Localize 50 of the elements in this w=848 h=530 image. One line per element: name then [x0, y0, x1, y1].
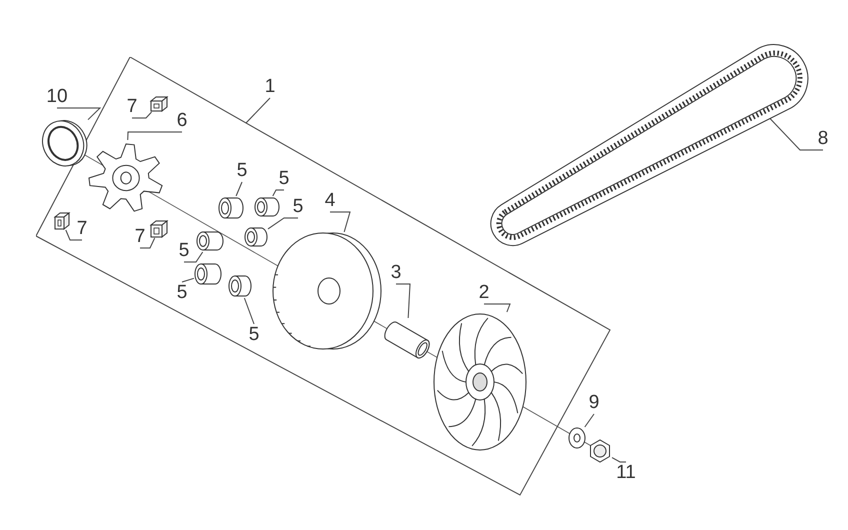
leader-line — [244, 298, 254, 324]
callout-number: 2 — [476, 282, 492, 304]
roller-drawing — [254, 196, 280, 218]
roller-drawing — [244, 226, 268, 248]
pulley-disc-drawing — [272, 232, 382, 350]
callout-number: 5 — [290, 196, 306, 218]
leader-line — [612, 457, 626, 462]
callout-number: 10 — [44, 86, 70, 108]
leader-line — [140, 238, 156, 248]
callout-number: 5 — [246, 324, 262, 346]
callout-number: 5 — [174, 282, 190, 304]
callout-number: 7 — [132, 226, 148, 248]
seal-ring-drawing — [40, 118, 88, 168]
slider-block-drawing — [150, 96, 168, 112]
leader-line — [330, 212, 351, 232]
callout-number: 7 — [74, 218, 90, 240]
roller-drawing — [194, 262, 222, 286]
leader-line — [65, 230, 82, 240]
callout-number: 9 — [586, 392, 602, 414]
callout-number: 4 — [322, 190, 338, 212]
callout-number: 5 — [276, 168, 292, 190]
leader-line — [184, 252, 204, 262]
leader-line — [246, 98, 270, 124]
leader-line — [127, 132, 182, 140]
callout-number: 7 — [124, 96, 140, 118]
leader-line — [272, 190, 284, 196]
callout-number: 1 — [262, 76, 278, 98]
callout-number: 5 — [176, 240, 192, 262]
leader-line — [236, 182, 242, 196]
leader-line — [132, 112, 152, 118]
roller-drawing — [218, 196, 244, 220]
leader-line — [268, 218, 298, 230]
nut-drawing — [588, 439, 612, 463]
leader-line — [484, 304, 511, 312]
leader-line — [182, 278, 194, 282]
slider-block-drawing — [150, 220, 168, 238]
fan-pulley-drawing — [432, 312, 528, 452]
callout-number: 6 — [174, 110, 190, 132]
callout-number: 3 — [388, 262, 404, 284]
roller-drawing — [196, 230, 224, 252]
callout-number: 11 — [614, 462, 638, 484]
leader-line — [584, 414, 594, 428]
callout-number: 8 — [814, 128, 832, 150]
callout-number: 5 — [234, 160, 250, 182]
leader-line — [396, 284, 411, 318]
slider-block-drawing — [54, 212, 70, 230]
washer-drawing — [566, 427, 588, 449]
roller-drawing — [228, 274, 252, 298]
leader-line — [56, 108, 102, 120]
leader-line — [770, 118, 824, 150]
